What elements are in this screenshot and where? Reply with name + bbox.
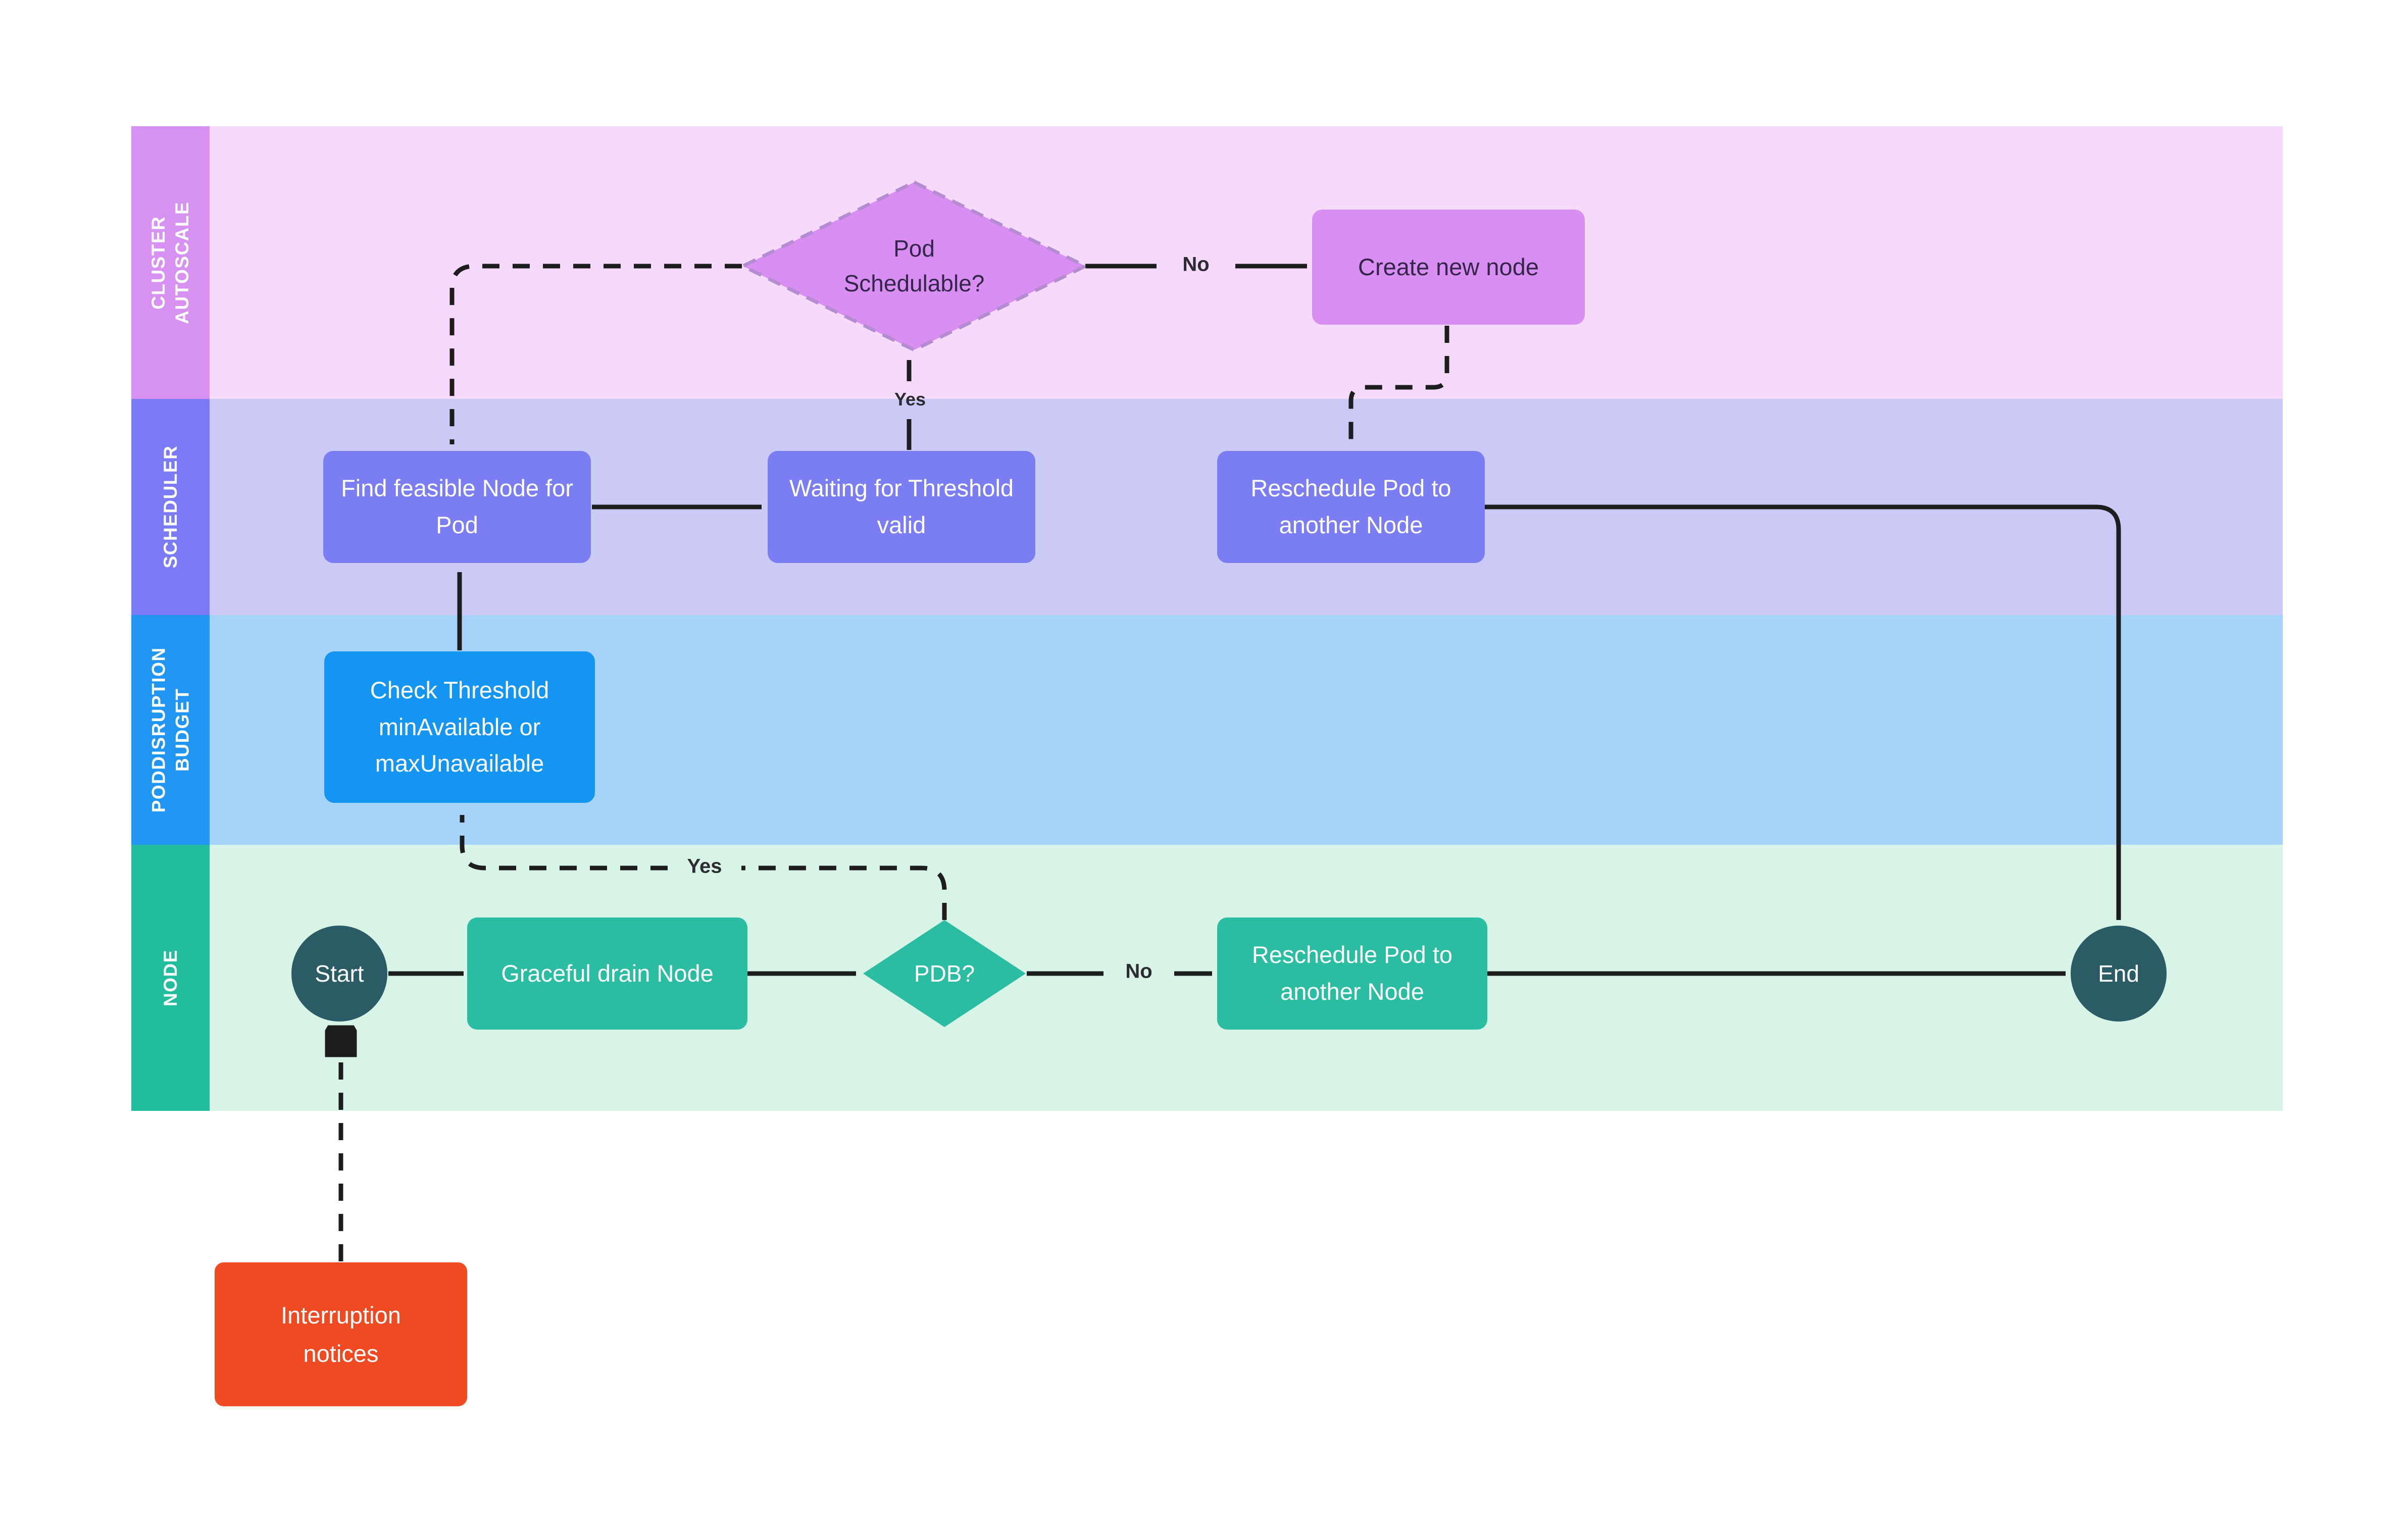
lane-header-scheduler: SCHEDULER xyxy=(131,399,210,615)
edge-label-pod-schedulable-no: No xyxy=(1182,253,1210,276)
connector-pdb-yes-segment-b xyxy=(460,815,668,871)
lane-header-poddisruption-budget: PODDISRUPTION BUDGET xyxy=(131,615,210,845)
lane-header-cluster-autoscale: CLUSTER AUTOSCALE xyxy=(131,126,210,399)
connector-create-node-to-reschedule-scheduler xyxy=(1348,326,1449,443)
process-check-threshold: Check Threshold minAvailable or maxUnava… xyxy=(324,651,595,803)
process-create-new-node: Create new node xyxy=(1312,210,1585,325)
process-graceful-drain-node: Graceful drain Node xyxy=(467,917,747,1030)
connector-pod-to-find-feasible xyxy=(449,264,742,444)
terminator-end: End xyxy=(2071,926,2167,1022)
connector-reschedule-scheduler-to-end xyxy=(1485,504,2121,920)
terminator-start: Start xyxy=(291,926,387,1022)
decision-pdb-label: PDB? xyxy=(914,960,975,987)
external-interruption-notices: Interruption notices xyxy=(215,1262,467,1406)
process-waiting-threshold-valid: Waiting for Threshold valid xyxy=(768,451,1035,563)
decision-pdb xyxy=(863,920,1026,1027)
connector-pdb-yes-segment-a xyxy=(741,865,947,920)
process-reschedule-pod-node: Reschedule Pod to another Node xyxy=(1217,917,1487,1030)
process-find-feasible-node: Find feasible Node for Pod xyxy=(323,451,591,563)
decision-pod-schedulable xyxy=(741,180,1087,352)
edge-label-pdb-no: No xyxy=(1125,960,1152,983)
edge-label-pod-schedulable-yes: Yes xyxy=(894,389,926,410)
lane-body-cluster-autoscale xyxy=(210,126,2283,399)
process-reschedule-pod-scheduler: Reschedule Pod to another Node xyxy=(1217,451,1485,563)
decision-pod-schedulable-label: Pod Schedulable? xyxy=(843,235,985,296)
lane-header-node: NODE xyxy=(131,845,210,1111)
edge-label-pdb-yes: Yes xyxy=(687,855,722,878)
